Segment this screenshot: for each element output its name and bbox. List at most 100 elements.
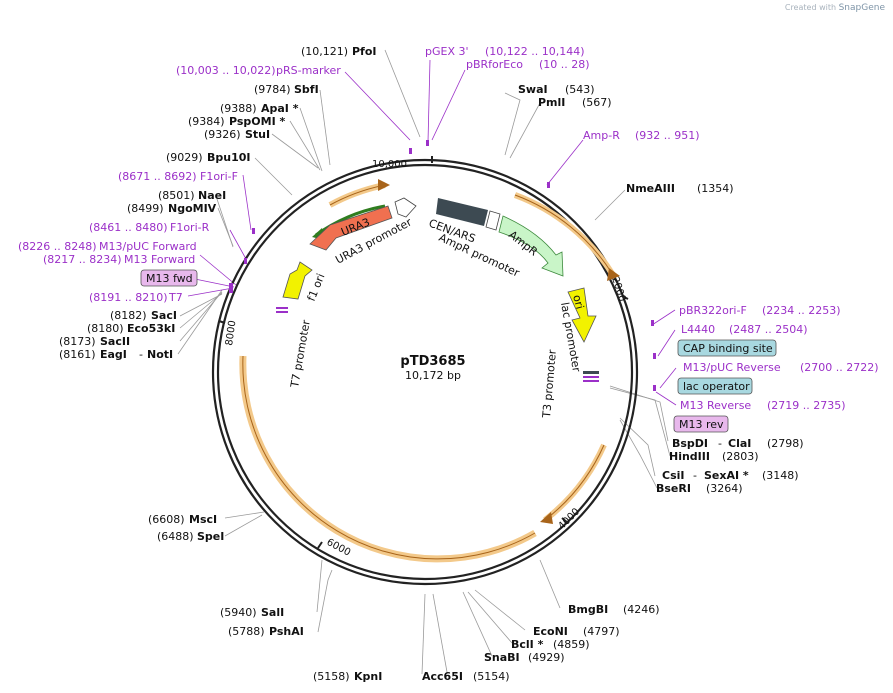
primer-ampr[interactable]: Amp-R: [583, 129, 620, 142]
f1-ori-feature[interactable]: [282, 261, 313, 300]
primer-pbr322[interactable]: pBR322ori-F: [679, 304, 747, 317]
primer-m13-fwd-label[interactable]: M13 Forward: [124, 253, 195, 266]
ampr-primer-mark: [547, 182, 550, 188]
orf-arrowhead-2: [540, 512, 553, 524]
primer-range-l4440: (2487 .. 2504): [729, 323, 808, 336]
site-pos-pmli: (567): [582, 96, 612, 109]
m13-fwd-box: [140, 269, 198, 287]
m13-puc-rev-mark: [653, 385, 656, 391]
t7-promoter-label: T7 promoter: [288, 319, 313, 390]
orf-large-arc-line: [242, 355, 536, 560]
site-csii[interactable]: CsiI: [662, 469, 684, 482]
site-pos-bseri: (3264): [706, 482, 743, 495]
site-saci[interactable]: SacI: [151, 309, 177, 322]
site-labels: (10,121) PfoI SwaI (543) PmlI (567) NmeA…: [59, 45, 804, 683]
m13-fwd-label[interactable]: M13 fwd: [146, 272, 193, 285]
orf-arrowhead-1: [607, 268, 620, 281]
site-pos-spei: (6488): [157, 530, 194, 543]
cen-ars-feature[interactable]: [436, 198, 488, 226]
ampr-feature[interactable]: [498, 215, 564, 277]
site-pos-acc65i: (5154): [473, 670, 510, 683]
cap-binding-label[interactable]: CAP binding site: [683, 342, 773, 355]
orf-arrowhead-3: [378, 179, 390, 191]
m13-rev-box: [673, 415, 729, 433]
primer-range-pbrforeco: (10 .. 28): [539, 58, 590, 71]
site-ngomiv[interactable]: NgoMIV: [168, 202, 217, 215]
orf-arcs: [239, 182, 616, 563]
site-pos-hindiii: (2803): [722, 450, 759, 463]
site-eco53ki[interactable]: Eco53kI: [127, 322, 175, 335]
site-sep-noti: -: [139, 348, 143, 361]
site-spei[interactable]: SpeI: [197, 530, 224, 543]
site-eagi[interactable]: EagI: [100, 348, 127, 361]
primer-pgex[interactable]: pGEX 3': [425, 45, 469, 58]
orf-top-arc: [328, 182, 386, 208]
ura3-feature[interactable]: [309, 205, 393, 251]
primer-m13-puc-fwd[interactable]: M13/pUC Forward: [99, 240, 197, 253]
l4440-mark: [653, 353, 656, 359]
t3-promoter-label: T3 promoter: [540, 349, 559, 420]
site-bspdi[interactable]: BspDI: [672, 437, 708, 450]
site-econi[interactable]: EcoNI: [533, 625, 568, 638]
site-stui[interactable]: StuI: [245, 128, 270, 141]
site-pos-csii: (3148): [762, 469, 799, 482]
primer-m13-puc-rev[interactable]: M13/pUC Reverse: [683, 361, 781, 374]
site-sexai[interactable]: SexAI *: [704, 469, 749, 482]
site-clai[interactable]: ClaI: [728, 437, 751, 450]
primer-range-m13-puc-rev: (2700 .. 2722): [800, 361, 879, 374]
site-sbfi[interactable]: SbfI: [294, 83, 319, 96]
site-sep-sexai: -: [693, 469, 697, 482]
boxed-labels: CAP binding site lac operator M13 rev M1…: [140, 269, 777, 433]
site-pos-pshai: (5788): [228, 625, 265, 638]
m13-rev-mark-2: [583, 380, 599, 382]
site-pos-econi: (4797): [583, 625, 620, 638]
tick-2000: 2000: [609, 276, 627, 304]
site-noti[interactable]: NotI: [147, 348, 173, 361]
site-kpni[interactable]: KpnI: [354, 670, 382, 683]
primer-t7[interactable]: T7: [168, 291, 183, 304]
site-pmli[interactable]: PmlI: [538, 96, 565, 109]
primer-m13-rev[interactable]: M13 Reverse: [680, 399, 751, 412]
site-pfoi[interactable]: PfoI: [352, 45, 377, 58]
site-pos-naei: (8501): [158, 189, 195, 202]
site-bpu10i[interactable]: Bpu10I: [207, 151, 251, 164]
site-pspomi[interactable]: PspOMI *: [229, 115, 286, 128]
prs-marker-mark: [409, 148, 412, 154]
site-apai[interactable]: ApaI *: [261, 102, 299, 115]
site-msci[interactable]: MscI: [189, 513, 217, 526]
site-pos-eco53ki: (8180): [87, 322, 124, 335]
primer-range-m13-fwd: (8217 .. 8234): [43, 253, 122, 266]
m13-rev-mark: [583, 376, 599, 378]
site-acc65i[interactable]: Acc65I: [422, 670, 463, 683]
site-sacii[interactable]: SacII: [100, 335, 130, 348]
cap-binding-box: [677, 339, 777, 357]
site-snabi[interactable]: SnaBI: [484, 651, 520, 664]
ampr-promoter-feature[interactable]: [485, 210, 501, 231]
primer-range-ampr: (932 .. 951): [635, 129, 700, 142]
site-nmeaiii[interactable]: NmeAIII: [626, 182, 675, 195]
site-pos-pspomi: (9384): [188, 115, 225, 128]
site-bcli[interactable]: BclI *: [511, 638, 544, 651]
t7-mark-2: [276, 311, 288, 313]
site-bmgbi[interactable]: BmgBI: [568, 603, 608, 616]
primer-l4440[interactable]: L4440: [681, 323, 715, 336]
backbone-inner-strand: [216, 163, 634, 581]
primer-range-m13-puc-fwd: (8226 .. 8248): [18, 240, 97, 253]
site-pos-saci: (8182): [110, 309, 147, 322]
site-pos-pfoi: (10,121): [301, 45, 348, 58]
m13-rev-label[interactable]: M13 rev: [679, 418, 724, 431]
primer-f1ori-f[interactable]: F1ori-F: [200, 170, 238, 183]
site-pshai[interactable]: PshAI: [269, 625, 304, 638]
primer-pbrforeco[interactable]: pBRforEco: [466, 58, 523, 71]
primer-prs-marker[interactable]: pRS-marker: [276, 64, 341, 77]
primer-f1ori-r[interactable]: F1ori-R: [170, 221, 210, 234]
site-bseri[interactable]: BseRI: [656, 482, 691, 495]
lac-operator-label[interactable]: lac operator: [683, 380, 750, 393]
site-naei[interactable]: NaeI: [198, 189, 226, 202]
site-hindiii[interactable]: HindIII: [669, 450, 710, 463]
ori-feature[interactable]: [567, 287, 597, 343]
site-swai[interactable]: SwaI: [518, 83, 548, 96]
plasmid-length: 10,172 bp: [405, 369, 461, 382]
ura3-promoter-feature[interactable]: [394, 197, 417, 218]
site-sali[interactable]: SalI: [261, 606, 284, 619]
